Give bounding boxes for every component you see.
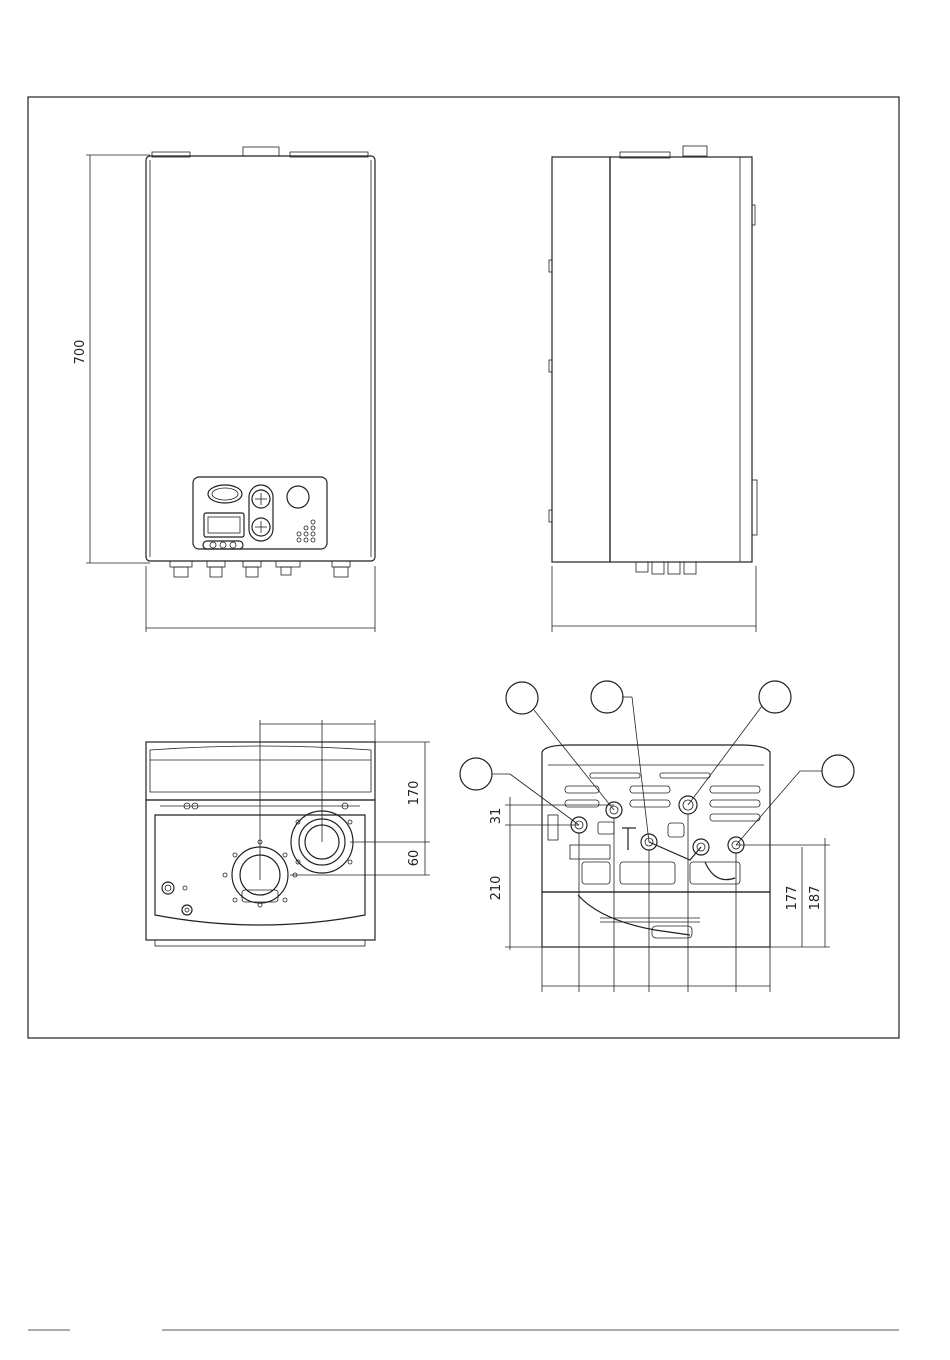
- side-casing-body: [610, 157, 752, 562]
- connections-view: 31 210 177 187: [460, 681, 854, 992]
- callout-3: [759, 681, 791, 713]
- button-grid: [297, 520, 315, 542]
- dimension-31-label: 31: [489, 808, 504, 825]
- side-fittings: [636, 562, 696, 574]
- vent-slots: [565, 773, 760, 884]
- dimension-177-label: 177: [785, 886, 800, 911]
- drain-hose: [578, 895, 690, 935]
- dimension-210-label: 210: [489, 876, 504, 901]
- drawing-frame: [28, 97, 899, 1038]
- callout-4: [460, 758, 492, 790]
- dimension-170-label: 170: [407, 781, 422, 806]
- dimension-187-label: 187: [808, 886, 823, 911]
- height-dimension-label: 700: [73, 340, 88, 365]
- side-casing-front: [552, 157, 610, 562]
- front-casing: [146, 156, 375, 561]
- callouts: [460, 681, 854, 845]
- display-screen: [204, 513, 244, 537]
- pressure-gauge: [287, 486, 309, 508]
- callout-5: [822, 755, 854, 787]
- callout-2: [591, 681, 623, 713]
- top-view: 170 60: [146, 720, 430, 946]
- callout-1: [506, 682, 538, 714]
- front-view: 700: [73, 147, 375, 632]
- side-view: [549, 146, 757, 632]
- bottom-fittings: [170, 561, 350, 577]
- dimension-60-label: 60: [407, 850, 422, 867]
